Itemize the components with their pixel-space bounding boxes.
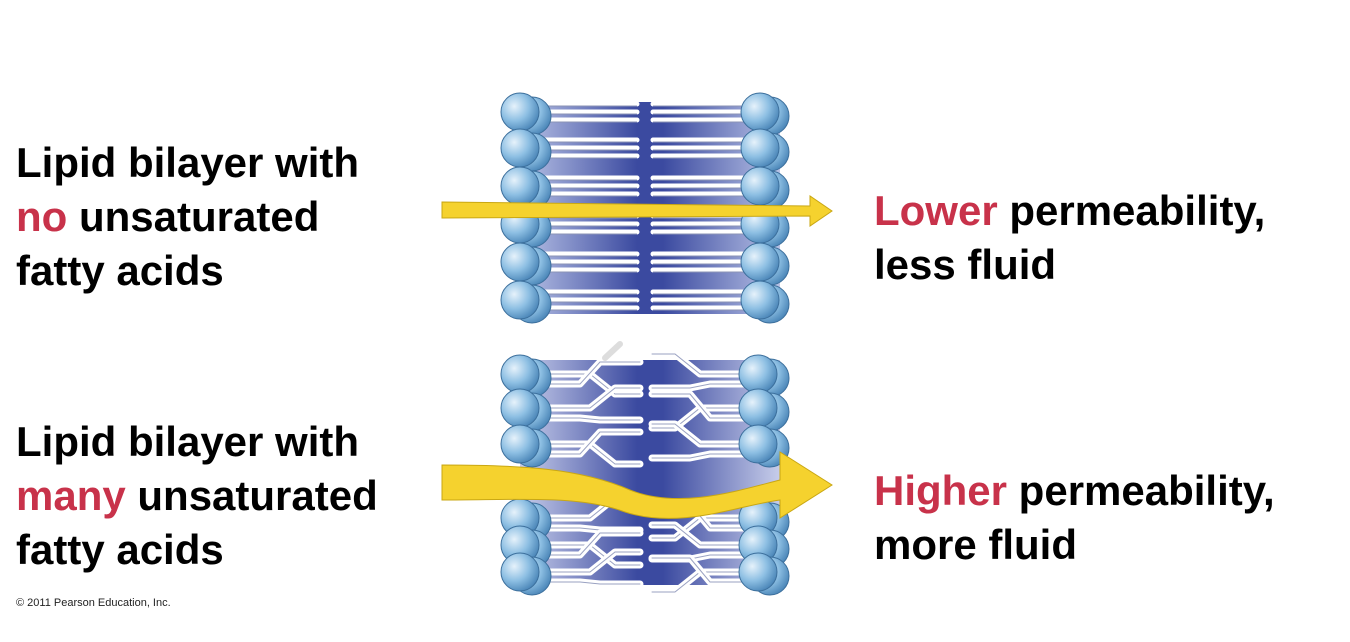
saturated-description-line3: fatty acids <box>16 247 224 294</box>
unsaturated-result: Higher permeability, more fluid <box>874 464 1275 572</box>
copyright-notice: © 2011 Pearson Education, Inc. <box>16 597 171 609</box>
saturated-description-line2: no unsaturated <box>16 190 359 244</box>
tail-outline <box>539 373 641 395</box>
tail-outline <box>539 532 641 556</box>
unsaturated-accent-word: many <box>16 472 126 519</box>
phosphate-head <box>500 552 540 592</box>
tail-outline <box>539 431 641 455</box>
saturated-bilayer-illustration <box>441 92 833 324</box>
phosphate-head <box>738 552 778 592</box>
saturated-heads <box>500 92 790 324</box>
phosphate-head <box>500 280 540 320</box>
tail-outline <box>651 571 751 593</box>
phosphate-head <box>740 242 780 282</box>
phosphate-head <box>500 242 540 282</box>
saturated-result-line2: less fluid <box>874 241 1057 288</box>
tail-outline <box>539 551 641 573</box>
phosphate-head <box>740 166 780 206</box>
saturated-description: Lipid bilayer with no unsaturated fatty … <box>16 136 359 298</box>
unsaturated-description-line2: many unsaturated <box>16 469 378 523</box>
phosphate-head <box>738 424 778 464</box>
saturated-accent-word: no <box>16 193 68 240</box>
phosphate-head <box>740 92 780 132</box>
unsaturated-description-line1: Lipid bilayer with <box>16 418 360 465</box>
unsaturated-result-line1-rest: permeability, <box>1007 467 1275 514</box>
tail-outline <box>651 407 751 429</box>
tail-outline <box>651 557 751 583</box>
unsaturated-bilayer-illustration <box>441 341 833 596</box>
tail-outline <box>651 383 751 389</box>
saturated-result-line1-rest: permeability, <box>997 187 1266 234</box>
unsaturated-description: Lipid bilayer with many unsaturated fatt… <box>16 415 378 577</box>
tail-outline <box>651 393 751 419</box>
tail-outline <box>651 517 751 539</box>
tail-outline <box>651 423 751 445</box>
saturated-result: Lower permeability, less fluid <box>874 184 1265 292</box>
phosphate-head <box>500 388 540 428</box>
yellow-arrow-straight <box>441 195 833 227</box>
tail-outline <box>539 387 641 409</box>
phosphate-head <box>500 424 540 464</box>
tail-outline <box>651 353 751 375</box>
unsaturated-result-line2: more fluid <box>874 521 1078 568</box>
unsaturated-heads <box>500 354 790 596</box>
phosphate-head <box>500 128 540 168</box>
unsaturated-description-line3: fatty acids <box>16 526 224 573</box>
tail-outline <box>651 524 751 546</box>
tail-outline <box>539 443 641 465</box>
phosphate-head <box>500 166 540 206</box>
saturated-result-line1: Lower permeability, <box>874 184 1265 238</box>
phosphate-head <box>740 280 780 320</box>
unsaturated-result-accent: Higher <box>874 467 1008 514</box>
tail-outline <box>539 361 641 385</box>
tail-outline <box>539 417 641 421</box>
tail-outline <box>651 453 751 459</box>
phosphate-head <box>738 354 778 394</box>
saturated-description-line1: Lipid bilayer with <box>16 139 360 186</box>
phosphate-head <box>500 354 540 394</box>
yellow-arrow-wavy <box>441 451 833 519</box>
phosphate-head <box>740 128 780 168</box>
tail-outline <box>539 581 641 585</box>
saturated-result-accent: Lower <box>874 187 998 234</box>
phosphate-head <box>738 388 778 428</box>
unsaturated-result-line1: Higher permeability, <box>874 464 1275 518</box>
tail-outline <box>539 544 641 566</box>
unsaturated-description-line2-rest: unsaturated <box>125 472 378 519</box>
protruding-tail <box>602 341 623 361</box>
saturated-description-line2-rest: unsaturated <box>67 193 320 240</box>
phosphate-head <box>500 92 540 132</box>
